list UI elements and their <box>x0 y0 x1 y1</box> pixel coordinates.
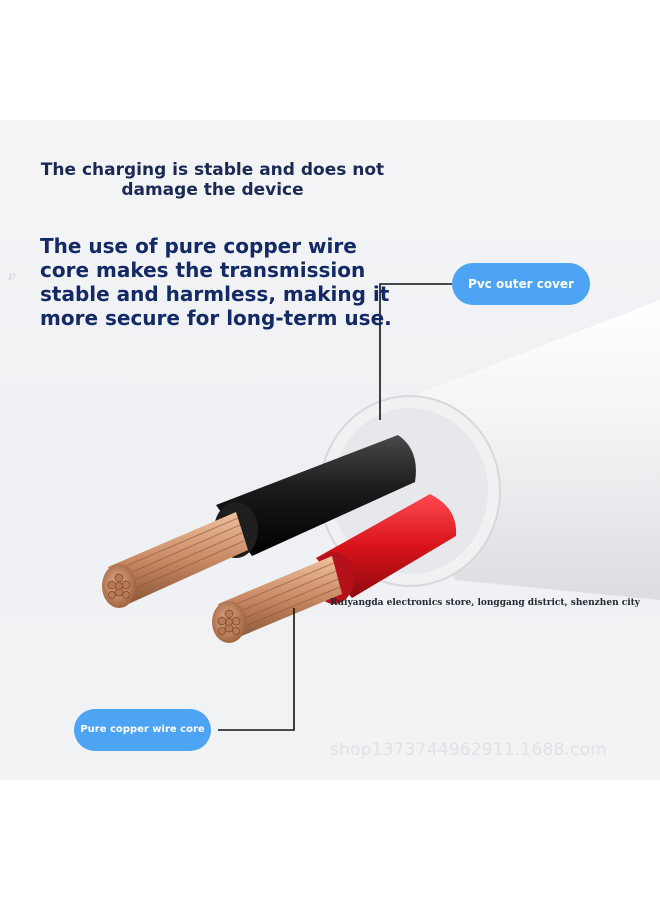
shop-watermark: shop1373744962911.1688.com <box>330 740 608 760</box>
copper-core-label: Pure copper wire core <box>74 709 211 751</box>
pvc-outer-cover-label: Pvc outer cover <box>452 263 590 305</box>
product-panel: ℘ The charging is stable and does not da… <box>0 120 660 780</box>
black-insulation <box>216 435 416 556</box>
copper-leader-line <box>218 608 295 731</box>
cable-illustration <box>102 283 660 731</box>
copper-strands-red <box>218 556 342 640</box>
headline: The charging is stable and does not dama… <box>40 160 385 200</box>
faint-mark: ℘ <box>8 268 16 281</box>
description-text: The use of pure copper wire core makes t… <box>40 234 392 330</box>
pvc-leader-line <box>379 283 452 420</box>
copper-strands-black <box>108 512 248 606</box>
store-name-text: Ruiyangda electronics store, longgang di… <box>330 598 641 608</box>
